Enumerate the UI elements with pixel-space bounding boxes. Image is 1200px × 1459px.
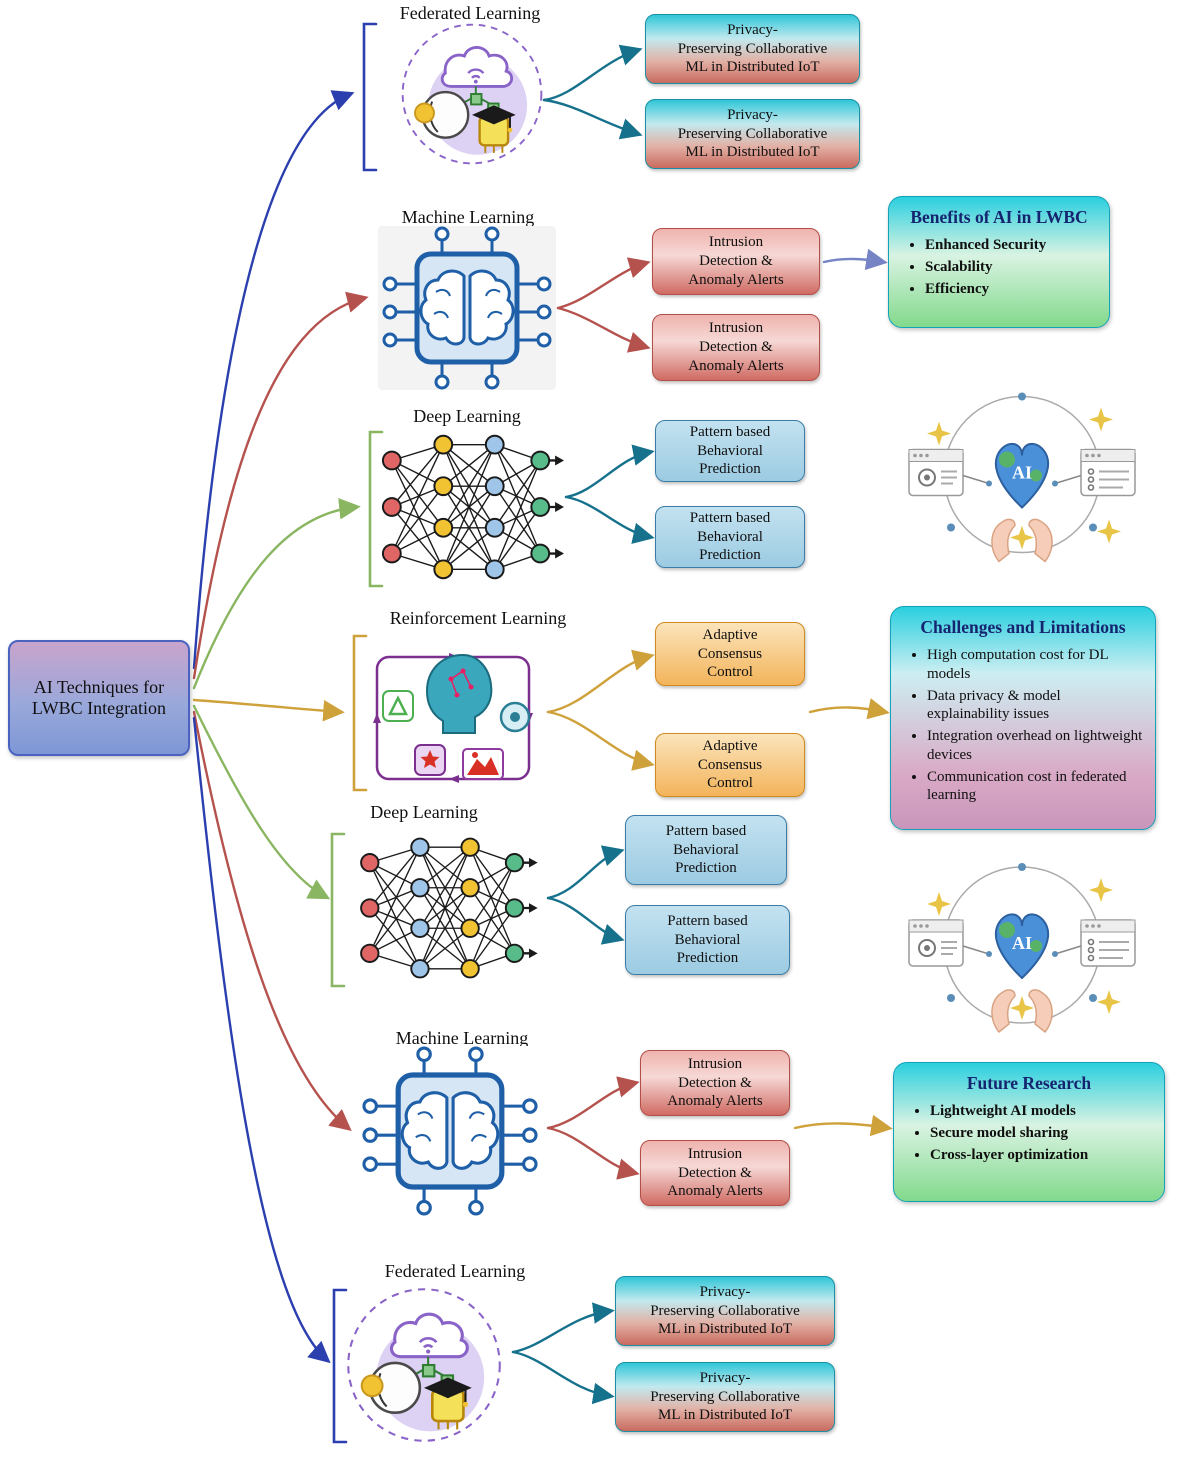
arrow-to-challenges [808, 698, 890, 720]
fork-dl-top-1 [564, 444, 655, 499]
bracket-dl-bottom [330, 832, 346, 988]
rl-leaf-2: Adaptive Consensus Control [655, 733, 805, 797]
fl-bottom-leaf-2: Privacy- Preserving Collaborative ML in … [615, 1362, 835, 1432]
challenges-bullet: Communication cost in federated learning [927, 768, 1143, 806]
federated-learning-icon-top [396, 18, 548, 170]
challenges-bullet: High computation cost for DL models [927, 646, 1143, 684]
fork-ml-bottom-1 [546, 1076, 640, 1130]
dl-bottom-leaf-2: Pattern based Behavioral Prediction [625, 905, 790, 975]
dl-bottom-leaf-1: Pattern based Behavioral Prediction [625, 815, 787, 885]
future-research-box: Future Research Lightweight AI models Se… [893, 1062, 1165, 1202]
bracket-dl-top [368, 430, 384, 588]
connector-root-to-ml-top [192, 291, 369, 680]
machine-learning-icon-top [378, 226, 556, 390]
fork-ml-bottom-2 [546, 1126, 640, 1180]
challenges-box: Challenges and Limitations High computat… [890, 606, 1156, 830]
benefits-bullet: Scalability [925, 258, 1097, 277]
challenges-bullet: Integration overhead on lightweight devi… [927, 727, 1143, 765]
challenges-title: Challenges and Limitations [920, 617, 1126, 637]
fl-top-leaf-2: Privacy- Preserving Collaborative ML in … [645, 99, 860, 169]
fork-ml-top-1 [556, 257, 651, 310]
arrow-to-future [793, 1114, 893, 1137]
future-research-list: Lightweight AI models Secure model shari… [930, 1102, 1152, 1164]
fork-fl-bottom-1 [511, 1302, 615, 1354]
title-reinforcement-learning: Reinforcement Learning [389, 608, 567, 628]
bracket-rl [352, 634, 368, 792]
connector-root-to-dl-top [192, 498, 361, 690]
title-deep-learning-top: Deep Learning [413, 406, 521, 426]
bracket-federated-bottom [332, 1288, 348, 1444]
bracket-federated-top [362, 22, 378, 172]
connector-root-to-federated-bottom [192, 716, 331, 1364]
root-node: AI Techniques for LWBC Integration [8, 640, 190, 756]
title-machine-learning-top: Machine Learning [401, 207, 535, 227]
fork-fl-bottom-2 [511, 1350, 615, 1405]
connector-root-to-dl-bottom [192, 704, 331, 900]
future-research-bullet: Secure model sharing [930, 1124, 1152, 1143]
title-federated-learning-top: Federated Learning [399, 3, 541, 23]
ml-top-leaf-2: Intrusion Detection & Anomaly Alerts [652, 314, 820, 381]
fl-bottom-leaf-1: Privacy- Preserving Collaborative ML in … [615, 1276, 835, 1346]
federated-learning-icon-bottom [338, 1282, 510, 1448]
deep-learning-icon-bottom [346, 826, 546, 990]
challenges-bullet: Data privacy & model explainability issu… [927, 687, 1143, 725]
title-federated-learning-bottom: Federated Learning [384, 1261, 526, 1281]
fork-rl-1 [546, 649, 655, 714]
arrow-to-benefits [822, 248, 888, 271]
dl-top-leaf-1: Pattern based Behavioral Prediction [655, 420, 805, 482]
connector-root-to-rl [192, 698, 345, 722]
fork-ml-top-2 [556, 306, 651, 353]
ai-label-bottom: AI [1012, 933, 1032, 953]
title-machine-learning-bottom: Machine Learning [395, 1028, 529, 1048]
fork-fl-top-2 [542, 98, 643, 140]
connector-root-to-ml-bottom [192, 710, 352, 1132]
fork-fl-top-1 [542, 44, 643, 102]
ml-bottom-leaf-1: Intrusion Detection & Anomaly Alerts [640, 1050, 790, 1116]
reinforcement-learning-icon [363, 627, 545, 795]
fork-dl-top-2 [564, 495, 655, 544]
ai-heart-illustration-bottom: AI [903, 850, 1141, 1055]
browser-window-right-icon [1080, 919, 1136, 967]
browser-window-left-icon [908, 448, 964, 497]
benefits-bullet: Enhanced Security [925, 236, 1097, 255]
benefits-box: Benefits of AI in LWBC Enhanced Security… [888, 196, 1110, 328]
benefits-list: Enhanced Security Scalability Efficiency [925, 236, 1097, 298]
future-research-title: Future Research [966, 1073, 1092, 1093]
title-deep-learning-bottom: Deep Learning [370, 802, 478, 822]
future-research-bullet: Cross-layer optimization [930, 1146, 1152, 1165]
dl-top-leaf-2: Pattern based Behavioral Prediction [655, 506, 805, 568]
fl-top-leaf-1: Privacy- Preserving Collaborative ML in … [645, 14, 860, 84]
browser-window-right-icon [1080, 448, 1136, 497]
fork-rl-2 [546, 710, 655, 771]
fork-dl-bottom-1 [546, 845, 625, 900]
fork-dl-bottom-2 [546, 896, 625, 945]
rl-leaf-1: Adaptive Consensus Control [655, 622, 805, 686]
ai-heart-illustration-top: AI [903, 366, 1141, 598]
future-research-bullet: Lightweight AI models [930, 1102, 1152, 1121]
ml-bottom-leaf-2: Intrusion Detection & Anomaly Alerts [640, 1140, 790, 1206]
browser-window-left-icon [908, 919, 964, 967]
connector-root-to-federated-top [192, 90, 355, 670]
ml-top-leaf-1: Intrusion Detection & Anomaly Alerts [652, 228, 820, 295]
deep-learning-icon-top [376, 422, 564, 592]
ai-label-top: AI [1012, 463, 1032, 483]
challenges-list: High computation cost for DL models Data… [927, 646, 1143, 805]
benefits-bullet: Efficiency [925, 280, 1097, 299]
benefits-title: Benefits of AI in LWBC [910, 207, 1088, 227]
machine-learning-icon-bottom [355, 1046, 545, 1216]
